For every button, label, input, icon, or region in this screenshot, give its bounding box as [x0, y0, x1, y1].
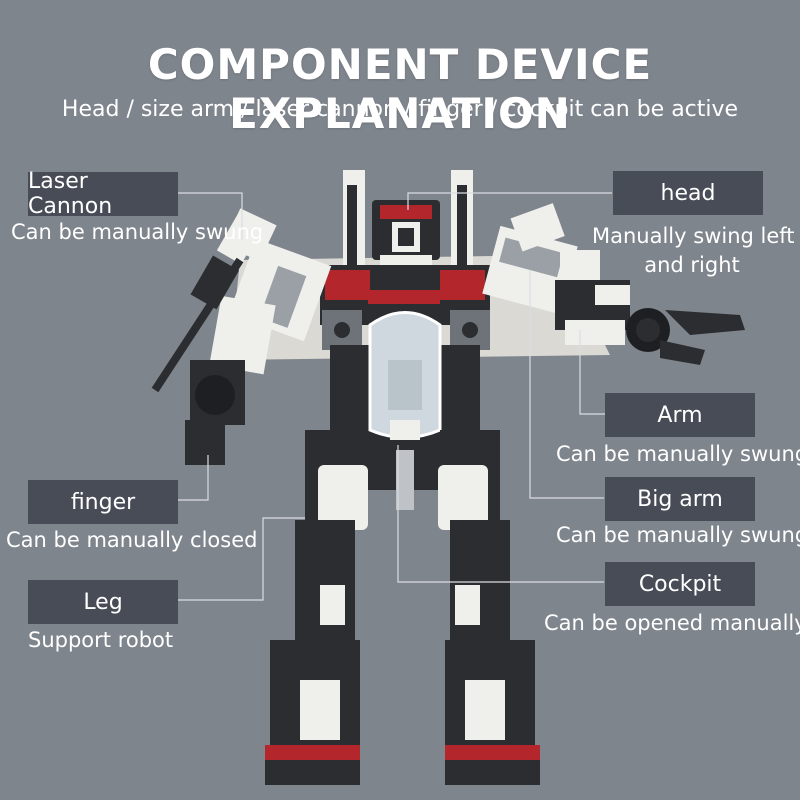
page-title: COMPONENT DEVICE EXPLANATION [147, 40, 653, 138]
robot-left-leg [265, 430, 368, 785]
callout-finger-desc: Can be manually closed [6, 528, 258, 552]
callout-arm-label: Arm [605, 393, 755, 437]
callout-head-desc-line1: Manually swing left [592, 224, 795, 248]
robot-laser-cannon [151, 208, 277, 393]
callout-big-arm-label: Big arm [605, 477, 755, 521]
page-subtitle: Head / size arm / laser cannon / finger … [61, 97, 739, 122]
callout-head-desc-line2: and right [644, 253, 740, 277]
callout-leg-label: Leg [28, 580, 178, 624]
callout-cockpit-label: Cockpit [605, 562, 755, 606]
robot-left-arm [185, 215, 332, 465]
callout-arm-desc: Can be manually swung [556, 442, 800, 466]
callout-leg-desc: Support robot [28, 628, 174, 652]
callout-big-arm-desc: Can be manually swung [556, 523, 800, 547]
callout-cockpit-desc: Can be opened manually [544, 611, 800, 635]
robot-right-claw [660, 310, 745, 365]
callout-head-label: head [613, 171, 763, 215]
callout-laser-cannon-label: Laser Cannon [28, 169, 178, 219]
callout-laser-cannon-desc: Can be manually swung [11, 220, 264, 244]
robot-cockpit [368, 311, 442, 452]
robot-right-leg [438, 430, 540, 785]
callout-finger-label: finger [28, 480, 178, 524]
